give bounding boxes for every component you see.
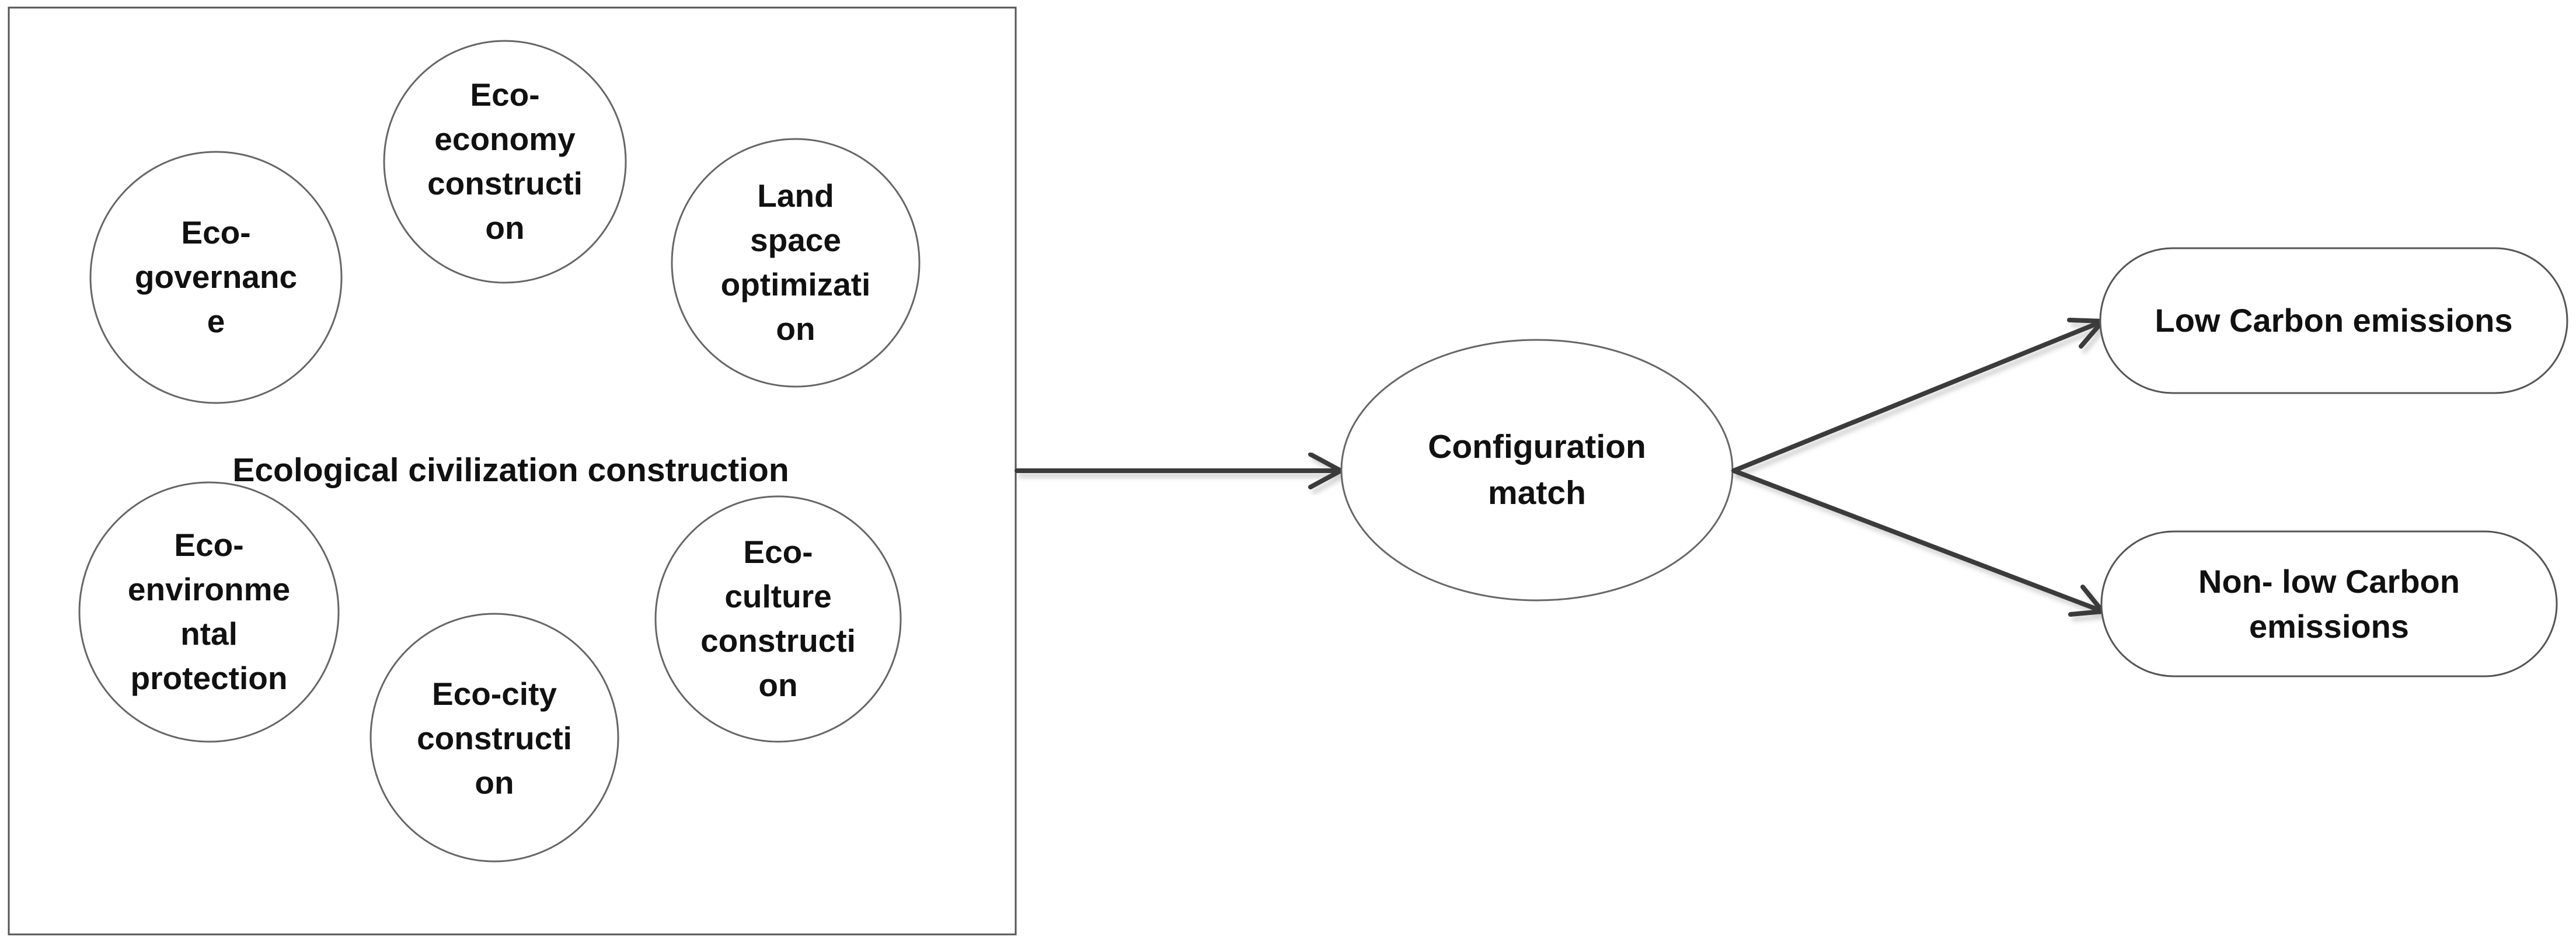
eco-governance-line-2: governanc (134, 259, 298, 296)
eco-governance-line-3: e (207, 303, 225, 339)
eco-economy-label: Eco- economy constructi on (391, 58, 619, 265)
eco-environmental-line-2: environme (127, 571, 291, 608)
configuration-match-line-2: match (1488, 474, 1586, 512)
non-low-carbon-line-1: Non- low Carbon (2198, 562, 2460, 600)
eco-economy-line-4: on (485, 209, 525, 246)
eco-environmental-line-3: ntal (180, 616, 238, 652)
eco-culture-line-3: constructi (700, 623, 856, 659)
low-carbon-pill (2099, 247, 2568, 394)
eco-culture-line-4: on (758, 666, 798, 703)
eco-city-label: Eco-city constructi on (381, 660, 608, 818)
land-space-label: Land space optimizati on (682, 159, 909, 366)
box-title: Ecological civilization construction (155, 447, 867, 493)
eco-governance-label: Eco- governanc e (102, 175, 330, 380)
box-title-text: Ecological civilization construction (232, 451, 789, 489)
eco-environmental-line-1: Eco- (174, 527, 244, 564)
arrow-to-non-low-carbon (1731, 468, 2105, 617)
non-low-carbon-pill (2100, 530, 2558, 677)
eco-culture-circle (654, 495, 902, 743)
configuration-match-label: Configuration match (1362, 415, 1712, 526)
eco-environmental-circle (78, 481, 340, 743)
land-space-line-4: on (776, 310, 815, 347)
eco-economy-line-2: economy (434, 121, 576, 158)
non-low-carbon-line-2: emissions (2249, 608, 2409, 645)
eco-culture-label: Eco- culture constructi on (664, 516, 892, 722)
eco-city-line-2: constructi (417, 720, 572, 757)
eco-culture-line-2: culture (724, 578, 832, 615)
arrow-to-low-carbon (1731, 318, 2105, 473)
eco-culture-line-1: Eco- (743, 534, 813, 571)
configuration-match-line-1: Configuration (1428, 428, 1646, 466)
non-low-carbon-label: Non- low Carbon emissions (2101, 531, 2557, 676)
eco-city-line-1: Eco-city (432, 676, 557, 712)
eco-environmental-label: Eco- environme ntal protection (89, 509, 329, 715)
low-carbon-label: Low Carbon emissions (2100, 248, 2567, 393)
arrow-to-configuration (1015, 452, 1343, 489)
eco-city-line-3: on (475, 764, 514, 801)
land-space-line-2: space (750, 222, 841, 259)
eco-economy-line-1: Eco- (470, 77, 540, 113)
land-space-line-3: optimizati (720, 266, 871, 303)
eco-governance-circle (89, 151, 343, 404)
eco-economy-line-3: constructi (427, 165, 583, 201)
eco-environmental-line-4: protection (130, 659, 288, 696)
low-carbon-line-1: Low Carbon emissions (2155, 302, 2513, 339)
eco-economy-circle (383, 40, 627, 284)
eco-city-circle (370, 613, 619, 863)
eco-governance-line-1: Eco- (181, 214, 251, 251)
land-space-circle (671, 138, 921, 388)
land-space-line-1: Land (757, 178, 834, 214)
